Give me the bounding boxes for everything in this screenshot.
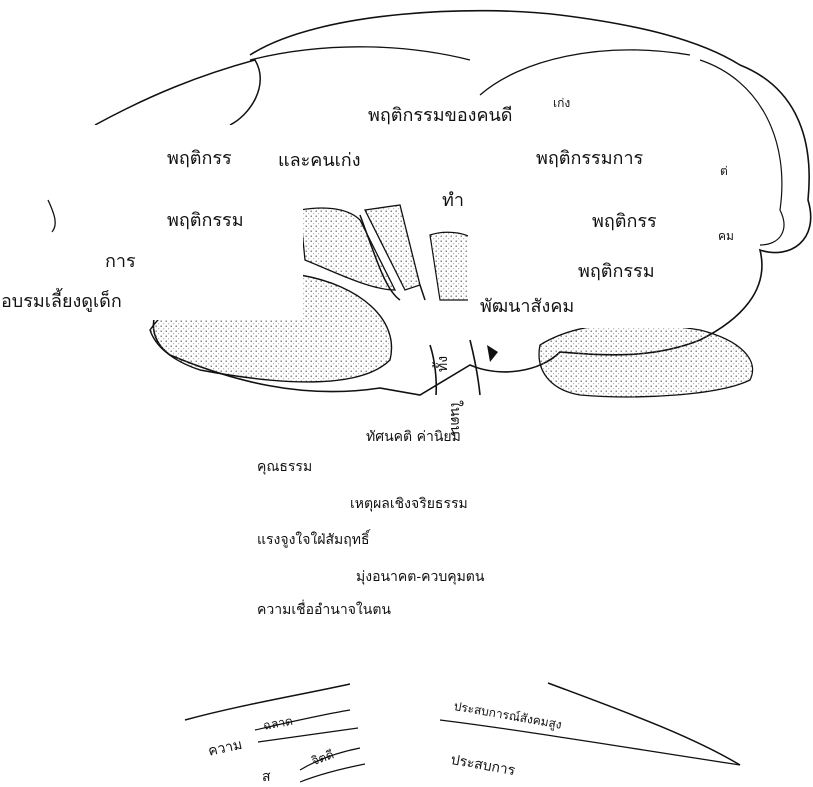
right-label-2: พฤติกรร [592, 213, 657, 231]
left-label-1b: และคนเก่ง [278, 152, 361, 170]
scrap-khom-label: คม [718, 230, 734, 242]
root-virtue: คุณธรรม [257, 460, 312, 474]
crown-left-stub [48, 200, 55, 232]
left-label-4: อบรมเลี้ยงดูเด็ก [1, 293, 122, 311]
right-label-4: พัฒนาสังคม [480, 298, 574, 316]
right-label-1: พฤติกรรมการ [536, 150, 643, 168]
root-attitude-value: ทัศนคติ ค่านิยม [366, 430, 461, 444]
trunk-label-a: ทั้ง [436, 356, 450, 372]
bottom-left-small: ส [262, 770, 271, 784]
root-achievement-motivation: แรงจูงใจใฝ่สัมฤทธิ์ [257, 533, 370, 547]
scrap-tr-label: ต่ [720, 165, 728, 177]
crown-left-edge [95, 60, 260, 125]
right-label-3: พฤติกรรม [578, 263, 655, 281]
left-label-2: พฤติกรรม [167, 212, 244, 230]
right-tham-label: ทำ [442, 192, 464, 210]
trunk-arrow-mark [487, 345, 498, 362]
crown-top-label: พฤติกรรมของคนดี [368, 107, 513, 125]
left-label-1: พฤติกรร [167, 150, 232, 168]
left-label-3: การ [105, 253, 136, 271]
crown-lobe-line [250, 47, 470, 60]
root-future-self-control: มุ่งอนาคต-ควบคุมตน [356, 570, 484, 584]
trunk-center-branch [420, 285, 425, 300]
root-internal-locus: ความเชื่ออำนาจในตน [257, 603, 391, 617]
crown-lobe-line-2 [480, 50, 690, 95]
scrap-keng-label: เก่ง [553, 97, 570, 109]
dotted-region-right [539, 324, 752, 397]
root-right-outer [548, 683, 740, 765]
root-moral-reasoning: เหตุผลเชิงจริยธรรม [350, 497, 468, 511]
root-left-lower-b [300, 764, 365, 782]
